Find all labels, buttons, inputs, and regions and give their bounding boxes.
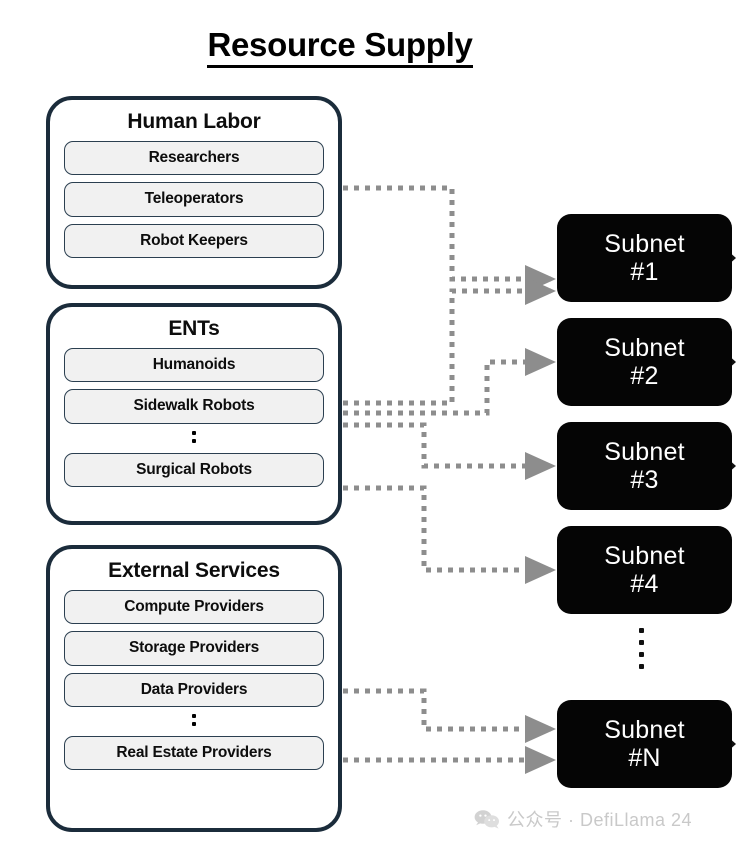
item-storage-providers[interactable]: Storage Providers xyxy=(64,631,324,666)
node-subnet-2-line2: #2 xyxy=(630,362,659,390)
wire-human-labor-to-subnet-1 xyxy=(343,185,557,293)
node-subnet-n[interactable]: Subnet #N xyxy=(557,700,732,788)
node-subnet-1[interactable]: Subnet #1 xyxy=(557,214,732,302)
node-subnet-1-line1: Subnet xyxy=(604,229,685,258)
wire-ents-to-subnet-4 xyxy=(343,485,557,584)
item-data-providers[interactable]: Data Providers xyxy=(64,672,324,707)
wire-ents-to-subnet-2 xyxy=(343,347,557,416)
watermark-text: 公众号 · DefiLlama 24 xyxy=(507,810,693,830)
item-real-estate-providers[interactable]: Real Estate Providers xyxy=(64,735,324,771)
item-surgical-robots[interactable]: Surgical Robots xyxy=(64,452,324,487)
item-compute-providers[interactable]: Compute Providers xyxy=(64,590,324,625)
node-subnet-4-line2: #4 xyxy=(630,570,659,598)
group-human-labor[interactable]: Human Labor Researchers Teleoperators Ro… xyxy=(46,96,342,289)
group-ents-title: ENTs xyxy=(168,317,220,340)
node-subnet-n-line2: #N xyxy=(628,744,661,772)
item-humanoids[interactable]: Humanoids xyxy=(64,348,324,383)
watermark: 公众号 · DefiLlama 24 xyxy=(474,806,692,832)
subnet-column-ellipsis xyxy=(634,628,648,676)
item-researchers[interactable]: Researchers xyxy=(64,141,324,176)
item-teleoperators[interactable]: Teleoperators xyxy=(64,182,324,217)
group-human-labor-title: Human Labor xyxy=(127,110,261,133)
node-subnet-2[interactable]: Subnet #2 xyxy=(557,318,732,406)
node-subnet-n-line1: Subnet xyxy=(604,715,685,744)
wire-external-services-to-subnet-n xyxy=(343,688,557,743)
item-robot-keepers[interactable]: Robot Keepers xyxy=(64,223,324,258)
page-title: Resource Supply xyxy=(0,26,680,68)
node-subnet-3-line2: #3 xyxy=(630,466,659,494)
wire-ents-to-subnet-3 xyxy=(343,422,557,480)
node-subnet-3[interactable]: Subnet #3 xyxy=(557,422,732,510)
external-services-ellipsis xyxy=(64,713,324,726)
group-ents[interactable]: ENTs Humanoids Sidewalk Robots Surgical … xyxy=(46,303,342,525)
group-external-services[interactable]: External Services Compute Providers Stor… xyxy=(46,545,342,832)
node-subnet-2-line1: Subnet xyxy=(604,333,685,362)
node-subnet-1-line2: #1 xyxy=(630,258,659,286)
wire-ents-to-subnet-1 xyxy=(343,276,557,406)
ents-ellipsis xyxy=(64,430,324,443)
node-subnet-4-line1: Subnet xyxy=(604,541,685,570)
item-sidewalk-robots[interactable]: Sidewalk Robots xyxy=(64,389,324,424)
page-title-text: Resource Supply xyxy=(207,26,473,68)
node-subnet-3-line1: Subnet xyxy=(604,437,685,466)
group-external-services-title: External Services xyxy=(108,559,280,582)
node-subnet-4[interactable]: Subnet #4 xyxy=(557,526,732,614)
wechat-icon xyxy=(474,810,499,829)
